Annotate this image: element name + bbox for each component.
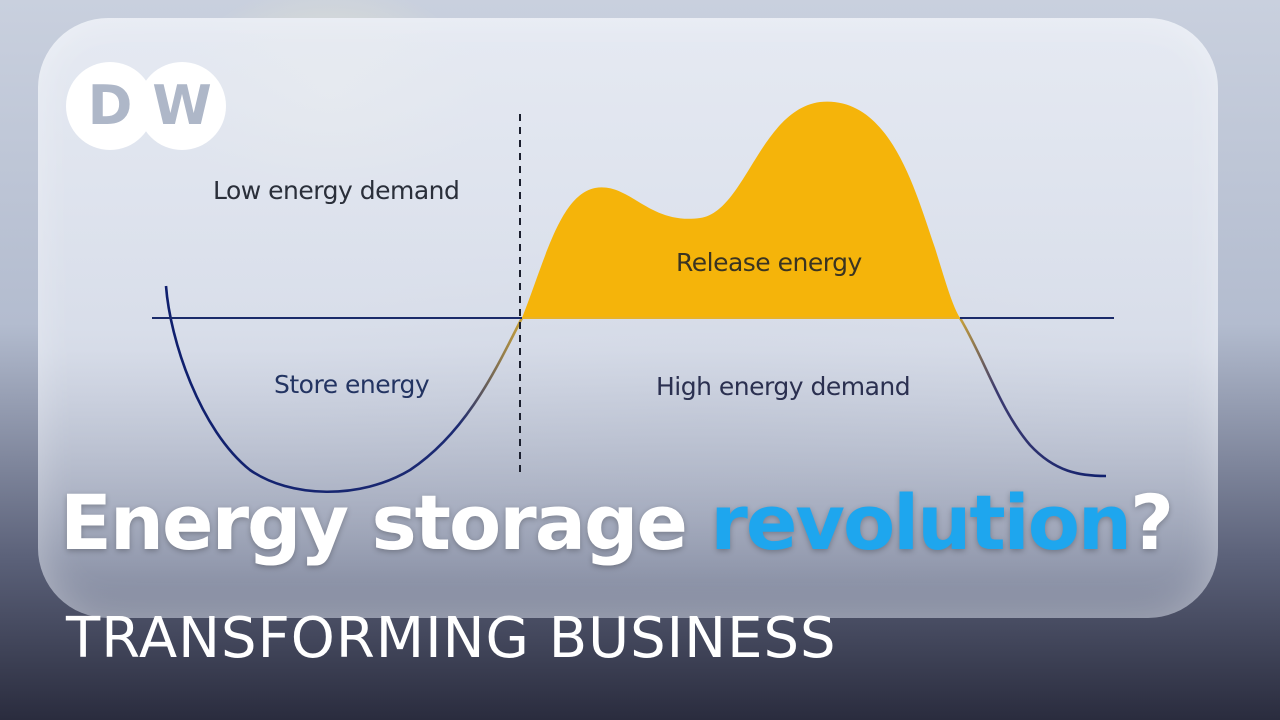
label-store-energy: Store energy	[274, 370, 430, 399]
subline: TRANSFORMING BUSINESS	[66, 606, 837, 671]
headline-accent: revolution	[710, 478, 1132, 567]
label-release-energy: Release energy	[676, 248, 862, 277]
dw-logo: D W	[66, 62, 226, 150]
label-high-demand: High energy demand	[656, 372, 911, 401]
release-area	[522, 101, 960, 318]
headline-part2: ?	[1130, 478, 1174, 567]
dw-logo-w: W	[152, 74, 212, 137]
dw-logo-d: D	[88, 74, 133, 137]
store-curve	[164, 285, 524, 494]
right-curve	[958, 317, 1107, 478]
headline-part1: Energy storage	[60, 478, 711, 567]
label-low-demand: Low energy demand	[213, 176, 460, 205]
headline: Energy storage revolution?	[60, 478, 1174, 567]
